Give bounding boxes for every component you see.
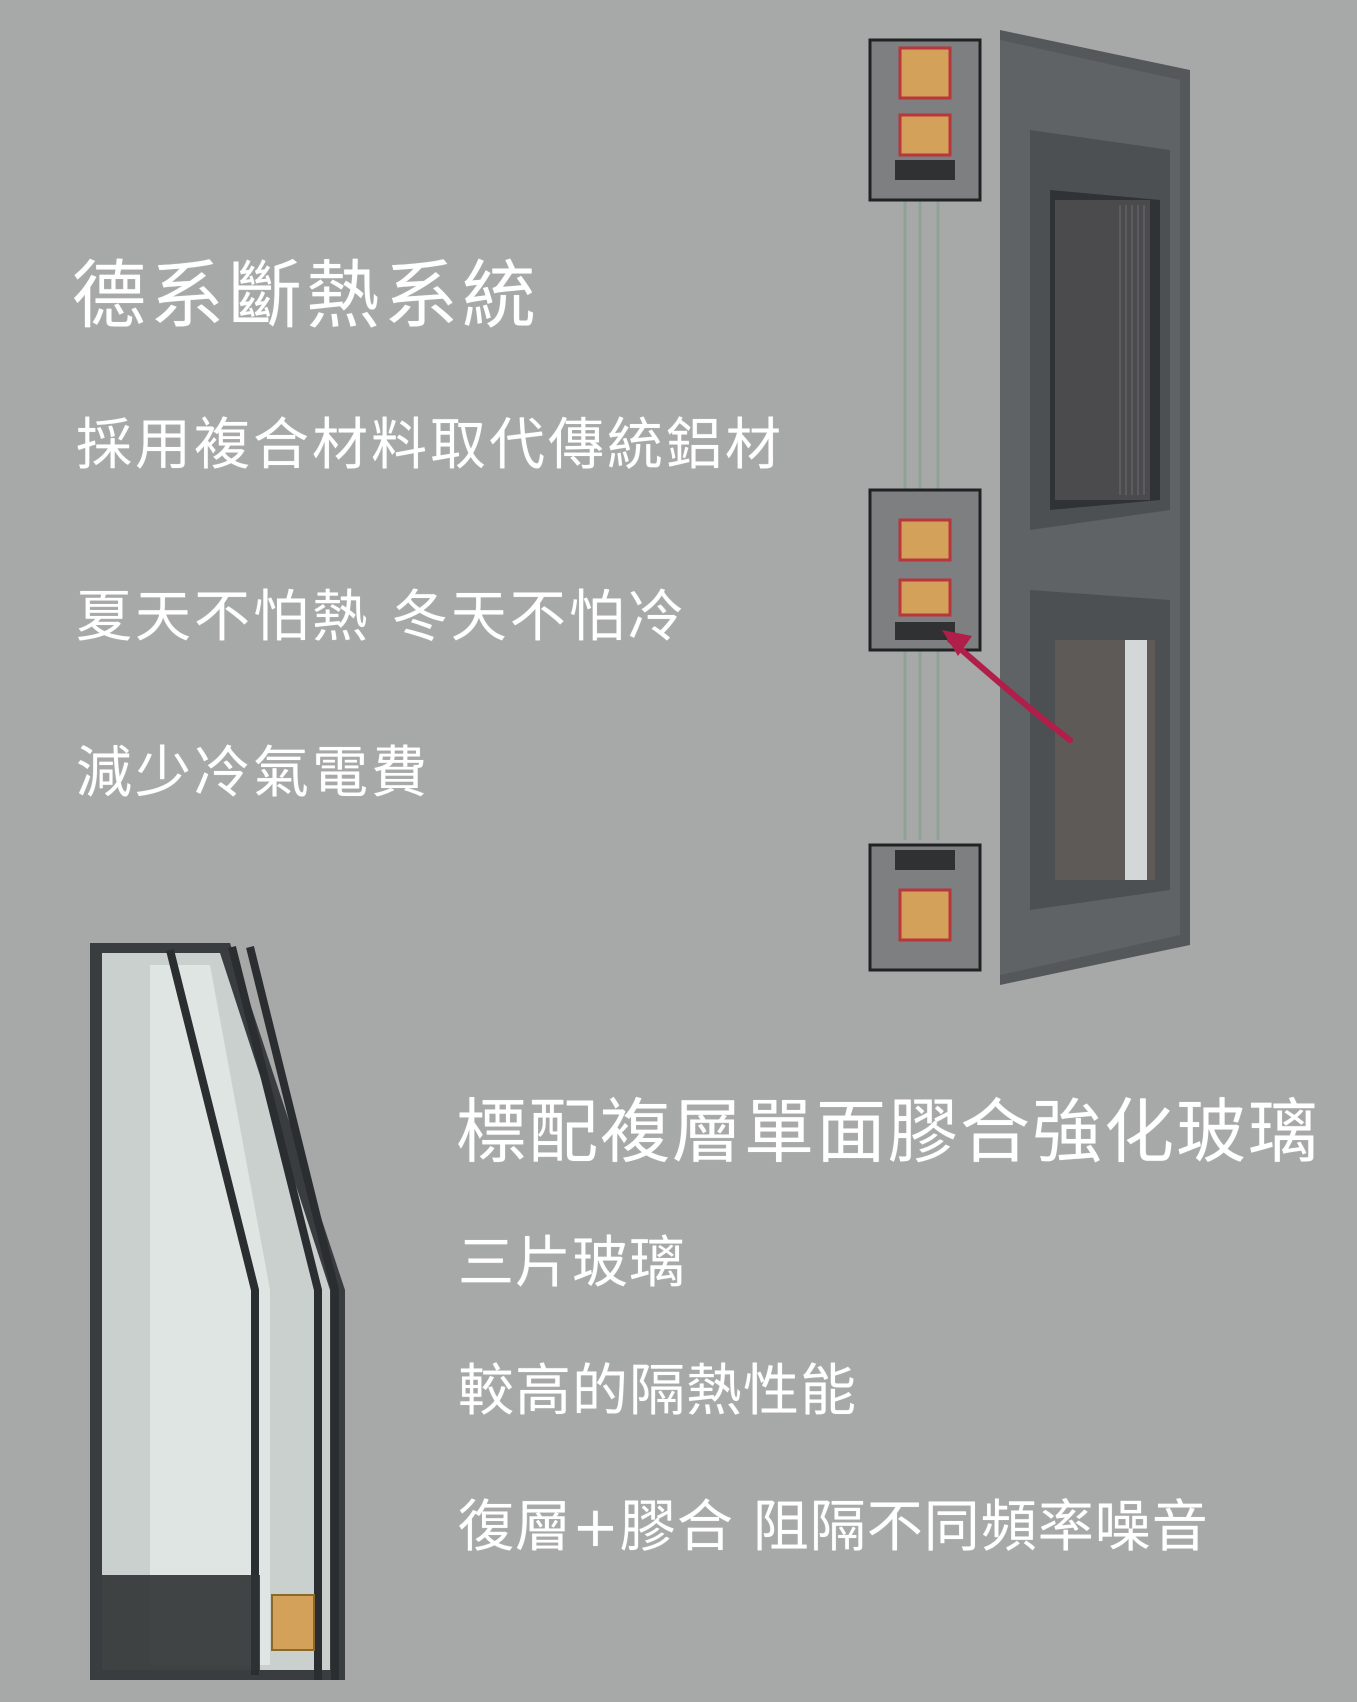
red-arrow-head-icon [942, 630, 972, 656]
insulation-strip-mid-2 [898, 578, 952, 617]
glass-pane-inner [150, 965, 270, 1665]
profile-bottom-gasket [895, 850, 955, 870]
glass-feature-1: 三片玻璃 [458, 1231, 686, 1296]
thermal-break-title: 德系斷熱系統 [72, 253, 540, 339]
insulation-strip-top-2 [898, 113, 952, 157]
triple-glass-cross-section-illustration [90, 943, 345, 1680]
insulation-strip-top-1 [898, 46, 952, 100]
window-frame-cross-section-illustration [868, 30, 1190, 985]
glass-pane-edges [166, 946, 339, 1680]
profile-top-gasket [895, 160, 955, 180]
profile-mid-gasket [895, 622, 955, 640]
red-arrow-icon [947, 637, 1073, 743]
thermal-break-feature-1: 採用複合材料取代傳統鋁材 [76, 413, 784, 478]
thermal-break-feature-3: 減少冷氣電費 [76, 741, 430, 806]
profile-glass-panes [903, 200, 940, 840]
upper-mesh-lines [1119, 205, 1145, 495]
glass-feature-2: 較高的隔熱性能 [458, 1359, 857, 1424]
desiccant-spacer-icon [271, 1594, 315, 1651]
glass-title: 標配複層單面膠合強化玻璃 [456, 1091, 1320, 1173]
thermal-break-feature-2: 夏天不怕熱 冬天不怕冷 [76, 585, 687, 650]
lower-glass-highlight [1125, 640, 1147, 880]
insulation-strip-bottom [898, 888, 952, 942]
insulation-strip-mid-1 [898, 518, 952, 562]
upper-screen-mesh [1055, 200, 1150, 500]
glass-spacer-base [102, 1575, 260, 1670]
glass-feature-3: 復層+膠合 阻隔不同頻率噪音 [458, 1495, 1209, 1560]
